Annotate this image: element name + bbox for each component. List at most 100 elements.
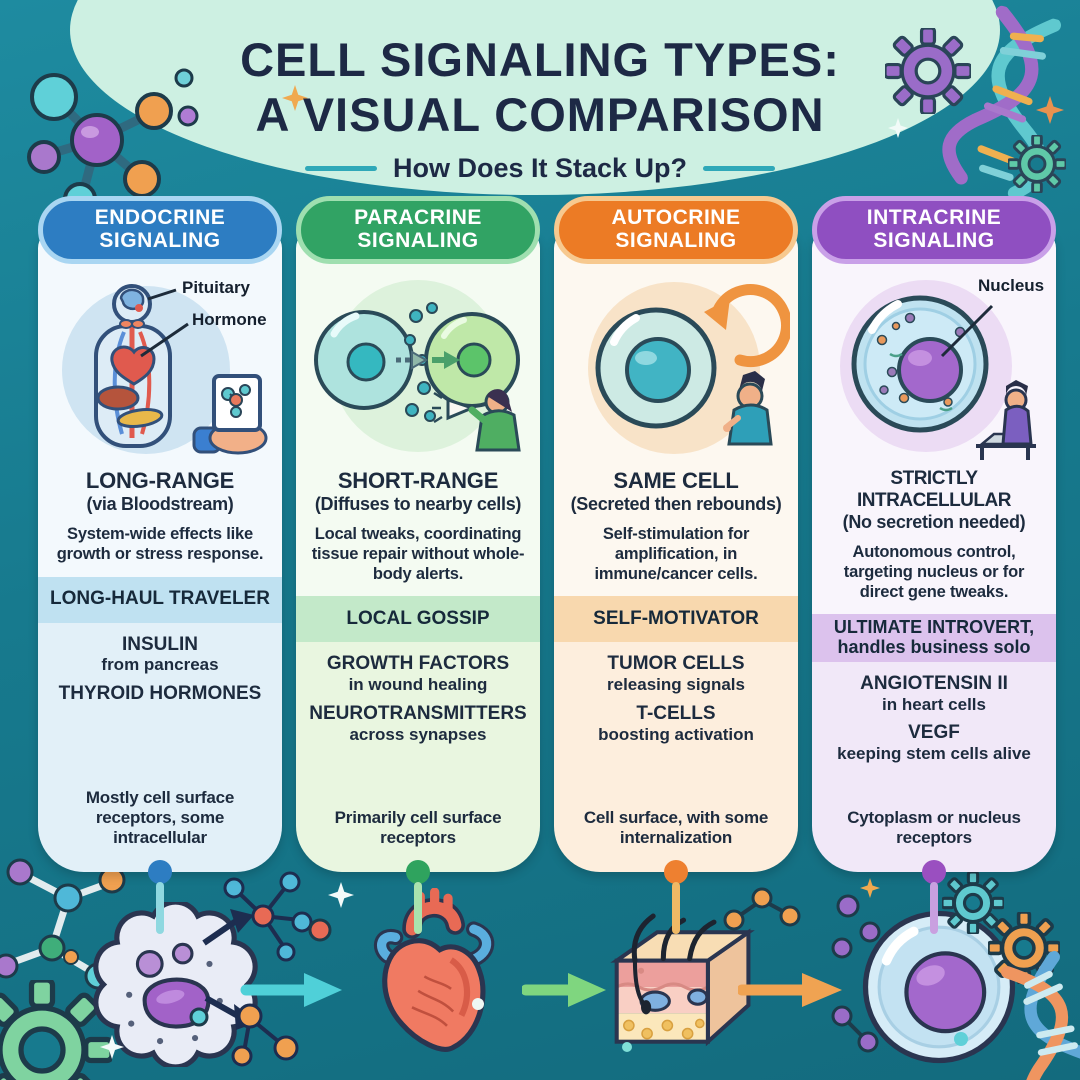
example-title: ANGIOTENSIN II: [860, 672, 1008, 694]
connector-stem: [930, 882, 938, 934]
example-2: T-CELLS boosting activation: [554, 702, 798, 744]
column-header-line1: AUTOCRINE: [611, 206, 741, 230]
arrow-icon: [202, 909, 254, 946]
receptor-info: Primarily cell surface receptors: [334, 807, 502, 847]
dot-icon: [622, 1042, 632, 1052]
range-subtitle: (via Bloodstream): [86, 494, 234, 514]
example-sub: in wound healing: [348, 675, 488, 695]
cell-nucleus-icon: [840, 280, 1036, 460]
example-1: INSULIN from pancreas: [38, 634, 282, 675]
flow-arrow-icon: [522, 973, 606, 1007]
example-sub: across synapses: [349, 724, 487, 744]
subtitle-row: How Does It Stack Up?: [0, 153, 1080, 184]
self-signaling-cell-icon: [588, 282, 790, 454]
column-header-line2: SIGNALING: [615, 229, 737, 252]
dna-icon: [1000, 950, 1080, 1080]
description: Self-stimulation for amplification, in i…: [594, 525, 758, 583]
gear-icon: [1008, 135, 1066, 193]
column-header-line2: SIGNALING: [357, 229, 479, 252]
page-title-line2: A VISUAL COMPARISON: [255, 88, 825, 142]
page-subtitle: How Does It Stack Up?: [392, 152, 688, 183]
column-header-line1: PARACRINE: [354, 206, 482, 230]
nickname-banner: LONG-HAUL TRAVELER: [38, 576, 282, 623]
dot-icon: [954, 1032, 968, 1046]
example-2: VEGF keeping stem cells alive: [812, 722, 1056, 764]
column-header-autocrine: AUTOCRINE SIGNALING: [554, 196, 798, 264]
connector-intracrine: [922, 860, 946, 934]
column-header-paracrine: PARACRINE SIGNALING: [296, 196, 540, 264]
range-title: STRICTLY INTRACELLULAR: [857, 468, 1011, 511]
dot-icon: [308, 918, 332, 942]
connector-stem: [156, 882, 164, 934]
example-title: NEUROTRANSMITTERS: [309, 702, 527, 724]
connector-dot: [664, 860, 688, 884]
receptor-info: Cell surface, with some internalization: [583, 807, 769, 847]
autocrine-illustration: [562, 268, 790, 460]
molecule-pair-icon: [231, 1003, 299, 1067]
example-2: THYROID HORMONES: [38, 683, 282, 705]
gear-icon: [885, 28, 971, 114]
example-title: VEGF: [908, 722, 960, 744]
paracrine-illustration: [304, 268, 532, 460]
range-subtitle: (Diffuses to nearby cells): [314, 494, 522, 514]
example-sub: keeping stem cells alive: [837, 744, 1031, 764]
example-2: NEUROTRANSMITTERS across synapses: [296, 702, 540, 744]
nickname-banner: ULTIMATE INTROVERT, handles business sol…: [812, 614, 1056, 662]
dot-icon: [472, 998, 484, 1010]
sparkle-icon: [100, 1035, 124, 1059]
skin-tissue-icon: [610, 913, 755, 1047]
connector-autocrine: [664, 860, 688, 934]
dot-cluster-icon: [831, 894, 881, 1053]
range-title: SAME CELL: [613, 468, 739, 493]
description: Local tweaks, coordinating tissue repair…: [311, 525, 525, 583]
connector-paracrine: [406, 860, 430, 934]
nickname-banner: SELF-MOTIVATOR: [554, 596, 798, 643]
column-autocrine: AUTOCRINE SIGNALING: [554, 196, 798, 934]
human-body-icon: [62, 284, 268, 455]
sparkle-icon: [860, 878, 880, 898]
description: Autonomous control, targeting nucleus or…: [843, 543, 1025, 601]
subtitle-dash-left: [304, 165, 377, 171]
range-subtitle: (No secretion needed): [842, 512, 1026, 532]
sparkle-icon: [328, 882, 354, 908]
endocrine-illustration: Pituitary Hormone: [46, 268, 274, 460]
card-paracrine: SHORT-RANGE (Diffuses to nearby cells) L…: [296, 230, 540, 872]
intracrine-illustration: Nucleus: [820, 268, 1048, 460]
column-header-line2: SIGNALING: [99, 229, 221, 252]
sparkle-icon: [888, 118, 908, 138]
description: System-wide effects like growth or stres…: [56, 525, 264, 563]
example-title: GROWTH FACTORS: [326, 653, 510, 675]
card-intracrine: Nucleus STRICTLY INTRACELLULAR (No secre…: [812, 230, 1056, 872]
receptor-info: Cytoplasm or nucleus receptors: [847, 807, 1021, 847]
sparkle-icon: [282, 85, 308, 111]
example-1: TUMOR CELLS releasing signals: [554, 653, 798, 694]
gear-icon: [0, 980, 112, 1080]
connector-stem: [672, 882, 680, 934]
range-title: LONG-RANGE: [85, 468, 235, 493]
label-nucleus: Nucleus: [978, 276, 1045, 295]
column-header-intracrine: INTRACRINE SIGNALING: [812, 196, 1056, 264]
card-endocrine: Pituitary Hormone LONG-RANGE (via Bloods…: [38, 230, 282, 872]
floating-dots: [174, 68, 199, 127]
example-title: T-CELLS: [636, 702, 716, 724]
example-sub: from pancreas: [101, 655, 219, 675]
dot-icon: [63, 949, 79, 965]
example-1: GROWTH FACTORS in wound healing: [296, 653, 540, 695]
receptor-info: Mostly cell surface receptors, some intr…: [85, 787, 235, 847]
column-header-endocrine: ENDOCRINE SIGNALING: [38, 196, 282, 264]
nickname-banner: LOCAL GOSSIP: [296, 596, 540, 643]
example-1: ANGIOTENSIN II in heart cells: [812, 672, 1056, 714]
range-title: SHORT-RANGE: [337, 468, 499, 493]
column-paracrine: PARACRINE SIGNALING: [296, 196, 540, 934]
molecule-chain-icon: [0, 858, 126, 990]
connector-dot: [148, 860, 172, 884]
column-header-line2: SIGNALING: [873, 229, 995, 252]
connector-dot: [922, 860, 946, 884]
sparkle-icon: [1036, 96, 1064, 124]
flow-arrow-icon: [738, 973, 842, 1007]
gear-icon: [942, 872, 1004, 934]
example-title: TUMOR CELLS: [607, 653, 745, 675]
example-sub: in heart cells: [882, 694, 986, 714]
connector-endocrine: [148, 860, 172, 934]
